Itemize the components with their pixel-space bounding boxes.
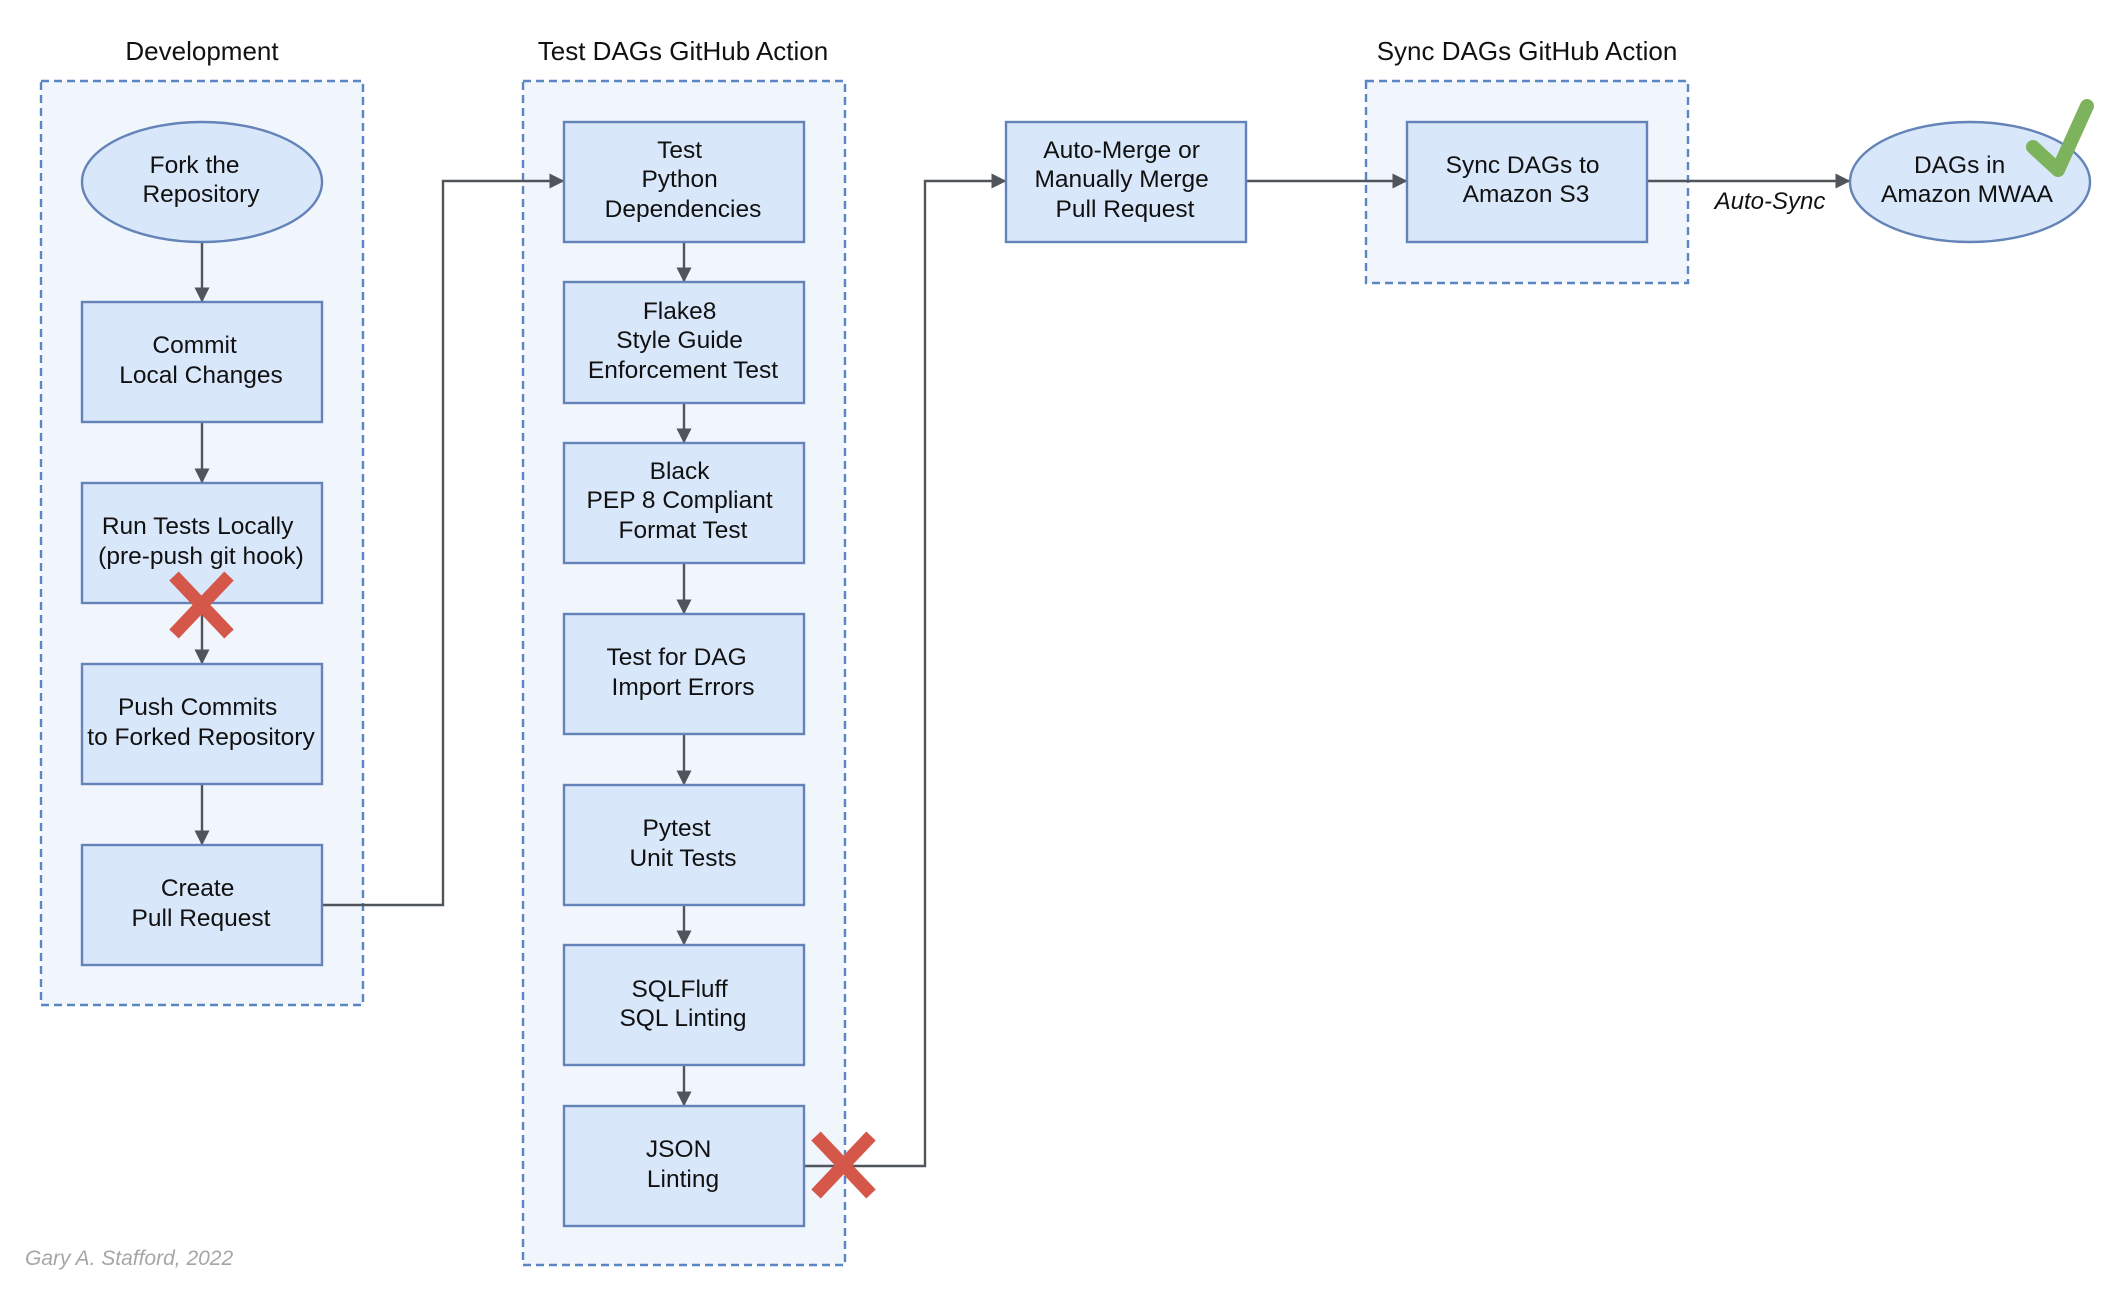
node-pr-line-2: Pull Request (132, 905, 271, 932)
node-run-tests-line-2: (pre-push git hook) (98, 543, 304, 570)
node-json: JSON Linting (562, 1104, 806, 1228)
node-black-line-3: Format Test (619, 517, 748, 544)
node-mwaa-line-1: DAGs in (1914, 152, 2005, 179)
node-sync-s3-line-2: Amazon S3 (1463, 181, 1590, 208)
fail-x-icon-json (811, 1131, 876, 1199)
node-fork-line-1: Fork the (150, 152, 240, 179)
node-sync-s3-label: Sync DAGs to Amazon S3 (1446, 152, 1607, 208)
node-fork-label: Fork the Repository (142, 152, 260, 208)
node-commit-shape (80, 300, 324, 424)
node-push: Push Commits to Forked Repository (80, 662, 324, 786)
node-run-tests-shape (80, 481, 324, 605)
credit-text: Gary A. Stafford, 2022 (25, 1247, 233, 1270)
node-flake8-line-2: Style Guide (616, 327, 743, 354)
edge-label-auto-sync: Auto-Sync (1713, 188, 1826, 215)
node-run-tests-line-1: Run Tests Locally (102, 513, 294, 540)
node-pr-label: Create Pull Request (132, 875, 271, 932)
node-flake8-line-1: Flake8 (643, 298, 717, 325)
node-json-shape (562, 1104, 806, 1228)
node-pytest: Pytest Unit Tests (562, 783, 806, 907)
node-sqlfluff: SQLFluff SQL Linting (562, 943, 806, 1067)
node-import-errors-line-2: Import Errors (612, 674, 755, 701)
node-merge: Auto-Merge or Manually Merge Pull Reques… (1004, 120, 1248, 244)
node-import-errors-line-1: Test for DAG (606, 644, 746, 671)
node-push-line-2: to Forked Repository (87, 724, 315, 751)
node-import-errors-shape (562, 612, 806, 736)
node-push-shape (80, 662, 324, 786)
node-black-line-2: PEP 8 Compliant (587, 487, 773, 514)
node-json-line-1: JSON (646, 1136, 711, 1163)
node-commit-line-2: Local Changes (119, 362, 282, 389)
node-sqlfluff-line-1: SQLFluff (631, 976, 727, 1003)
node-black-shape (562, 441, 806, 565)
node-merge-line-1: Auto-Merge or (1043, 137, 1200, 164)
node-flake8-label: Flake8 Style Guide Enforcement Test (588, 298, 778, 384)
group-sync-dags-title: Sync DAGs GitHub Action (1377, 36, 1678, 66)
node-flake8: Flake8 Style Guide Enforcement Test (562, 280, 806, 405)
node-deps-shape (562, 120, 806, 244)
node-import-errors: Test for DAG Import Errors (562, 612, 806, 736)
node-pr-shape (80, 843, 324, 967)
node-push-line-1: Push Commits (118, 694, 277, 721)
node-pytest-line-2: Unit Tests (629, 845, 736, 872)
node-commit-label: Commit Local Changes (119, 332, 282, 389)
node-sqlfluff-label: SQLFluff SQL Linting (619, 976, 746, 1032)
node-commit-line-1: Commit (152, 332, 237, 359)
node-black: Black PEP 8 Compliant Format Test (562, 441, 806, 565)
node-merge-shape (1004, 120, 1248, 244)
node-deps-line-2: Python (641, 166, 717, 193)
node-flake8-shape (562, 280, 806, 405)
group-development-title: Development (125, 36, 279, 66)
node-pytest-shape (562, 783, 806, 907)
node-deps-line-1: Test (657, 137, 702, 164)
node-merge-line-2: Manually Merge (1034, 166, 1208, 193)
node-sqlfluff-line-2: SQL Linting (619, 1005, 746, 1032)
node-fork-line-2: Repository (142, 181, 260, 208)
node-black-label: Black PEP 8 Compliant Format Test (587, 458, 780, 544)
node-commit: Commit Local Changes (80, 300, 324, 424)
edge-pr-to-deps (323, 173, 565, 907)
node-run-tests-label: Run Tests Locally (pre-push git hook) (98, 513, 304, 570)
node-mwaa: DAGs in Amazon MWAA (1848, 120, 2092, 244)
node-sync-s3: Sync DAGs to Amazon S3 (1405, 120, 1649, 244)
edge-json-to-merge (805, 173, 1007, 1168)
node-sync-s3-line-1: Sync DAGs to (1446, 152, 1600, 179)
check-icon-mwaa (2026, 99, 2094, 177)
node-pr: Create Pull Request (80, 843, 324, 967)
node-run-tests: Run Tests Locally (pre-push git hook) (80, 481, 324, 605)
node-import-errors-label: Test for DAG Import Errors (606, 644, 754, 701)
edges: Auto-Sync (194, 173, 1851, 1168)
node-deps: Test Python Dependencies (562, 120, 806, 244)
fail-x-icon-run-tests (169, 571, 234, 639)
node-push-label: Push Commits to Forked Repository (87, 694, 315, 751)
node-deps-line-3: Dependencies (605, 196, 762, 223)
node-pytest-label: Pytest Unit Tests (629, 815, 736, 872)
node-sqlfluff-shape (562, 943, 806, 1067)
node-merge-label: Auto-Merge or Manually Merge Pull Reques… (1034, 137, 1215, 223)
node-pytest-line-1: Pytest (643, 815, 711, 842)
node-fork: Fork the Repository (80, 120, 324, 244)
node-fork-shape (80, 120, 324, 244)
node-pr-line-1: Create (161, 875, 235, 902)
node-black-line-1: Black (650, 458, 711, 485)
node-merge-line-3: Pull Request (1056, 196, 1195, 223)
group-test-dags-title: Test DAGs GitHub Action (538, 36, 828, 66)
node-json-label: JSON Linting (646, 1136, 719, 1193)
node-json-line-2: Linting (647, 1166, 719, 1193)
node-mwaa-line-2: Amazon MWAA (1881, 181, 2054, 208)
node-flake8-line-3: Enforcement Test (588, 357, 778, 384)
node-sync-s3-shape (1405, 120, 1649, 244)
node-deps-label: Test Python Dependencies (605, 137, 762, 223)
node-mwaa-label: DAGs in Amazon MWAA (1881, 152, 2054, 208)
